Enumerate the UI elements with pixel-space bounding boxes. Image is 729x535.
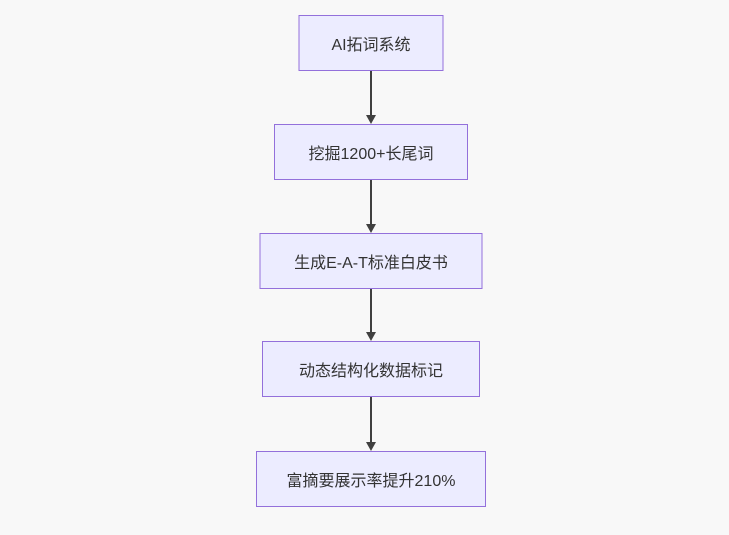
flow-arrow-1 bbox=[366, 71, 376, 124]
flow-arrow-4 bbox=[366, 397, 376, 451]
flow-node-longtail-mining: 挖掘1200+长尾词 bbox=[274, 124, 468, 180]
flow-node-eat-whitepaper: 生成E-A-T标准白皮书 bbox=[259, 233, 483, 289]
flow-node-structured-data-markup: 动态结构化数据标记 bbox=[262, 341, 480, 397]
arrow-down-icon bbox=[366, 442, 376, 451]
arrow-line bbox=[370, 180, 372, 224]
arrow-line bbox=[370, 397, 372, 442]
arrow-line bbox=[370, 71, 372, 115]
flow-arrow-2 bbox=[366, 180, 376, 233]
arrow-line bbox=[370, 289, 372, 332]
arrow-down-icon bbox=[366, 332, 376, 341]
flow-node-rich-snippet-rate: 富摘要展示率提升210% bbox=[256, 451, 486, 507]
flow-node-ai-expansion-system: AI拓词系统 bbox=[298, 15, 444, 71]
flow-arrow-3 bbox=[366, 289, 376, 341]
arrow-down-icon bbox=[366, 224, 376, 233]
arrow-down-icon bbox=[366, 115, 376, 124]
